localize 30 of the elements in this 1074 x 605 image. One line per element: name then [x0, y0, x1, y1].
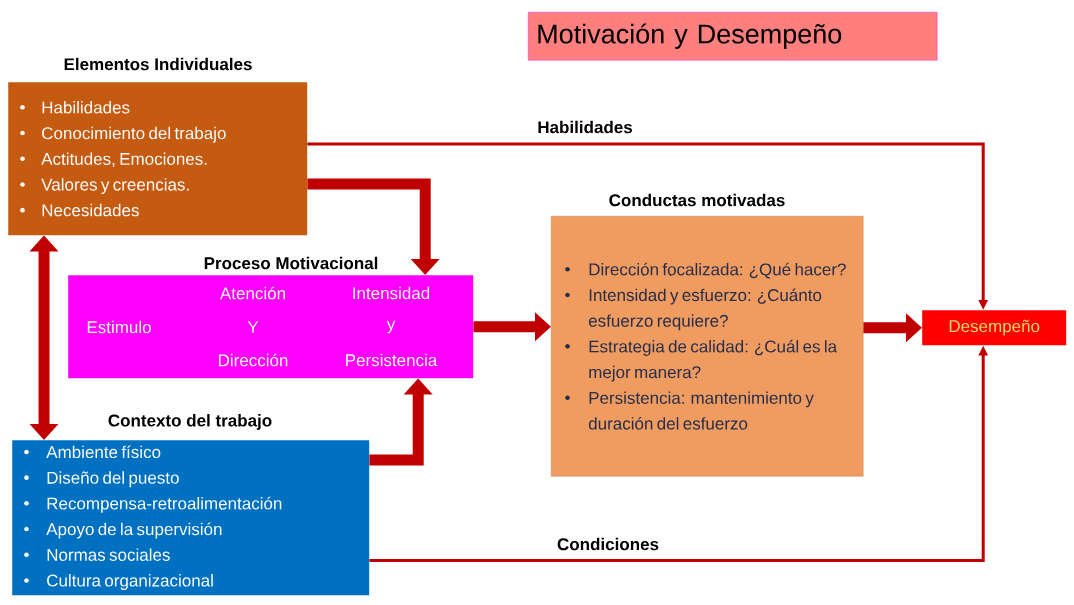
box-text: y: [386, 320, 396, 334]
list-item: Diseño del puesto: [24, 471, 179, 488]
box-text: Y: [247, 321, 259, 333]
list-item: Apoyo de la supervisión: [24, 522, 222, 539]
list-item: Persistencia: mantenimiento y duración del esfuerzo: [565, 391, 814, 430]
box-text: Intensidad: [353, 286, 430, 300]
box-heading: Proceso Motivacional: [204, 256, 378, 270]
box-heading: Conductas motivadas: [609, 193, 785, 207]
list-item: Dirección focalizada: ¿Qué hacer?: [565, 262, 846, 279]
title-banner: Motivación y Desempeño: [528, 12, 938, 61]
box-text: Persistencia: [346, 353, 438, 367]
box-text: Atención: [219, 286, 285, 300]
list-item: Conocimiento del trabajo: [20, 126, 226, 143]
list-item: Intensidad y esfuerzo: ¿Cuánto esfuerzo requiere?: [565, 288, 822, 331]
list-item: Habilidades: [20, 101, 130, 114]
box-text: Estimulo: [87, 320, 151, 334]
list-item: Valores y creencias.: [20, 178, 189, 194]
list-item: Normas sociales: [24, 548, 170, 561]
list-item: Cultura organizacional: [24, 574, 213, 590]
edge-label: Condiciones: [556, 536, 660, 552]
list-item: Ambiente físico: [24, 445, 161, 459]
list-item: Recompensa-retroalimentación: [24, 496, 282, 513]
result-box: Desempeño: [922, 310, 1067, 346]
list-item: Actitudes, Emociones.: [20, 152, 207, 167]
list-item: Estrategia de calidad: ¿Cuál es la mejor manera?: [565, 339, 838, 382]
box-text: Dirección: [219, 353, 288, 367]
edge-label: Habilidades: [536, 119, 634, 135]
box-heading: Elementos Individuales: [64, 57, 252, 71]
box-heading: Contexto del trabajo: [108, 414, 272, 430]
list-item: Necesidades: [20, 203, 139, 217]
